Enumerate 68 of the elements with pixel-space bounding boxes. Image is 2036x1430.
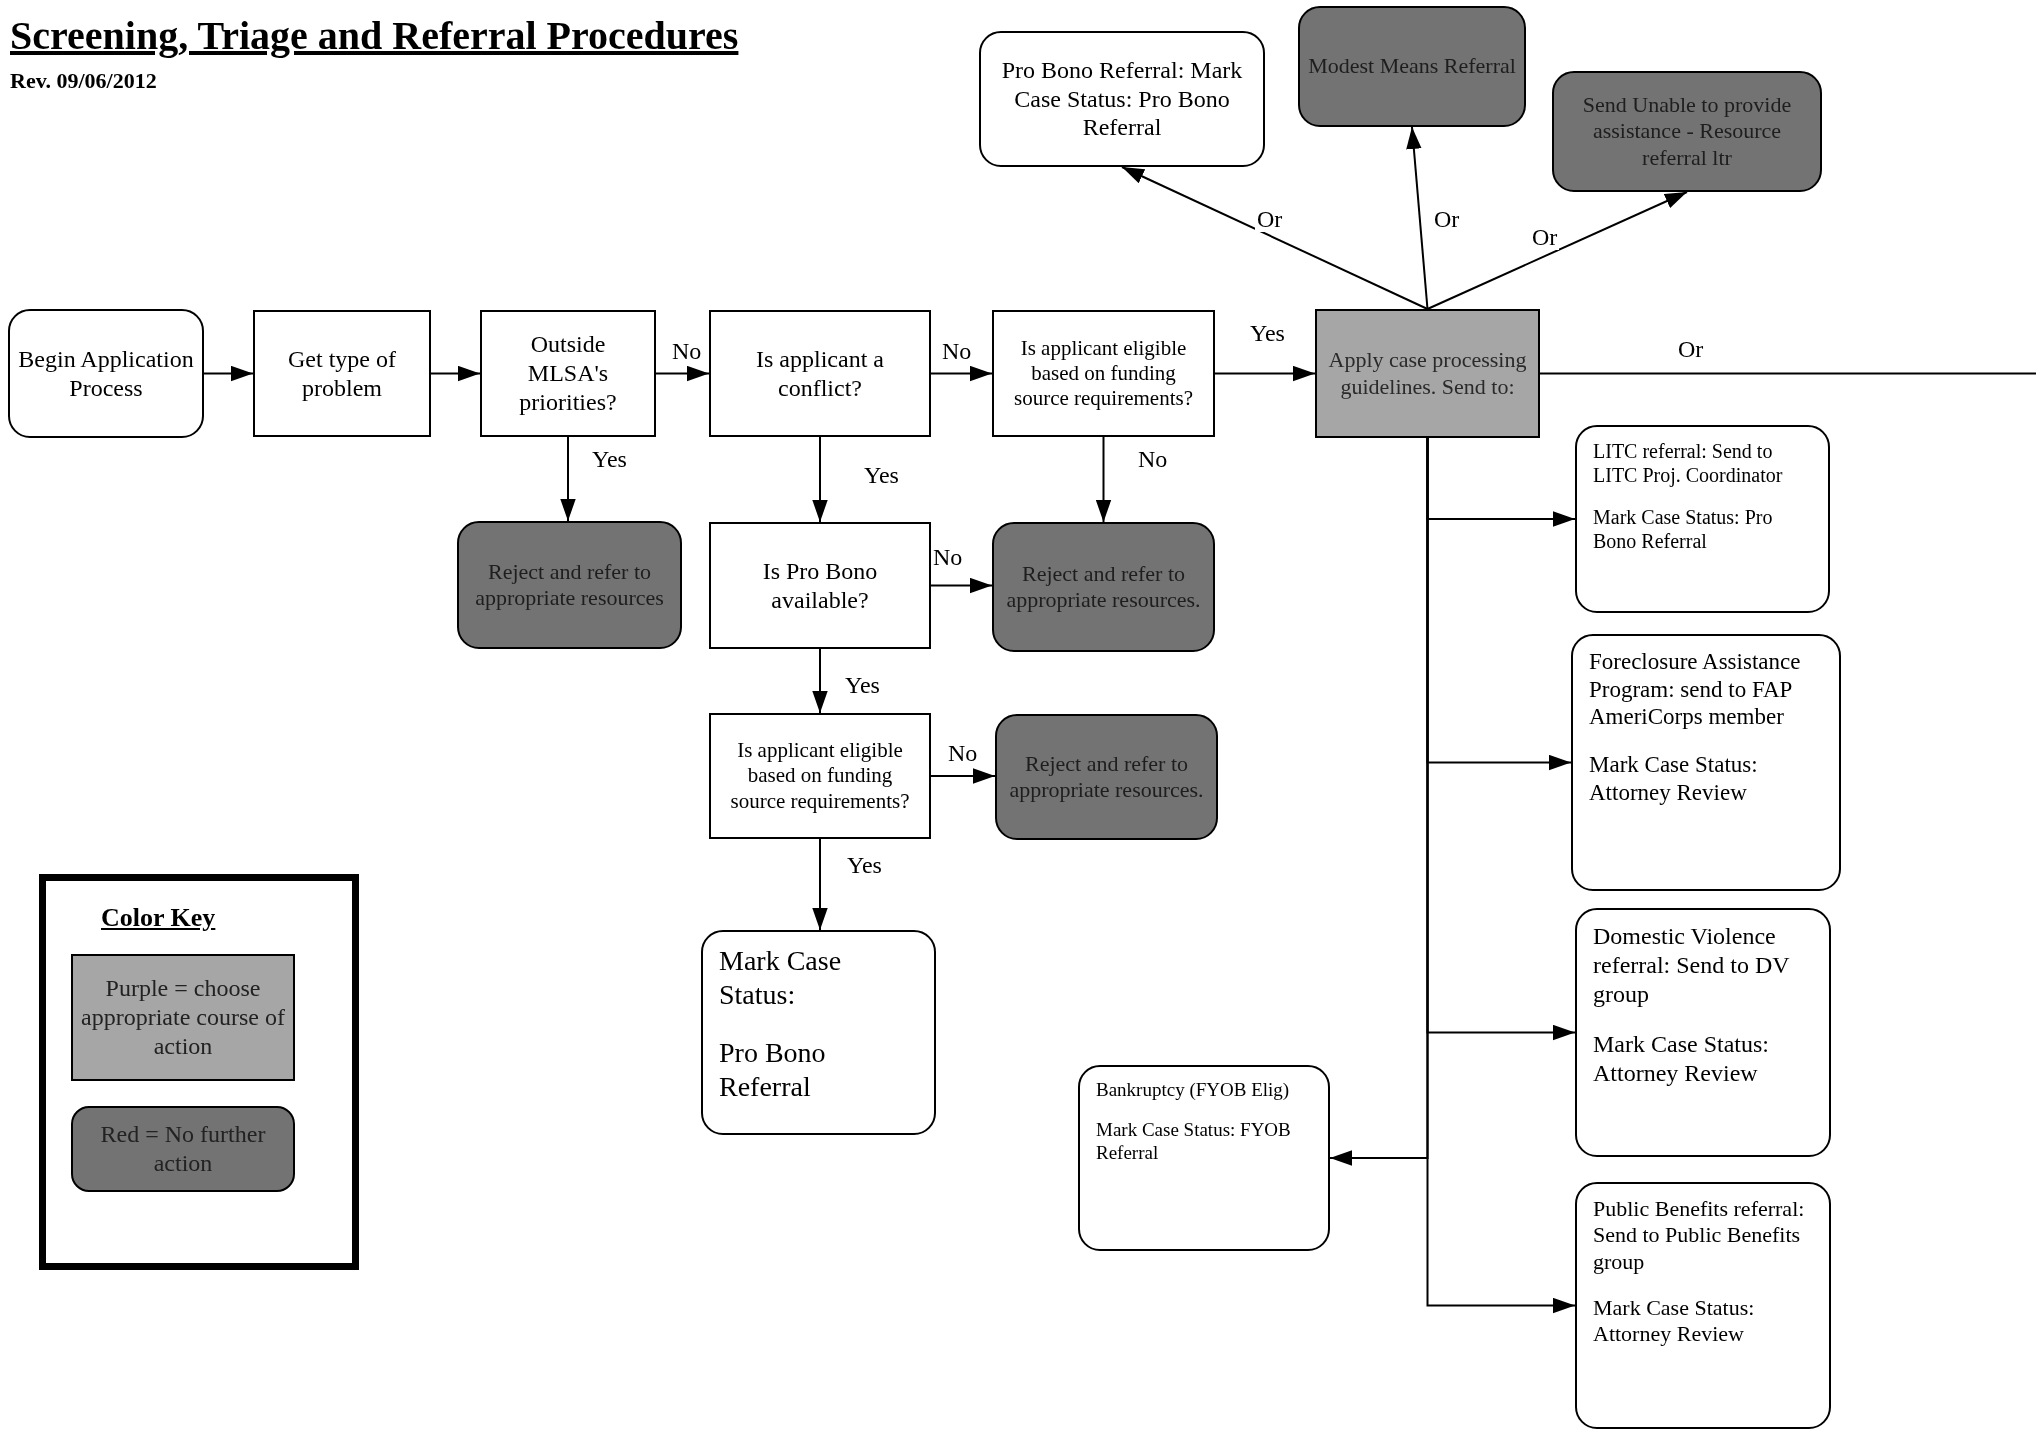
process-box	[1575, 1182, 1831, 1429]
node-text: Send Unable to provide assistance - Resource referral ltr	[1581, 91, 1793, 172]
process-box	[1078, 1065, 1330, 1251]
node-text: Is applicant eligible based on funding source requirements?	[729, 738, 911, 814]
node-text: Reject and refer to appropriate resources.	[1008, 750, 1205, 804]
end-box	[1552, 71, 1822, 192]
node-text: Mark Case Status: Pro Bono Referral	[1593, 505, 1774, 553]
process-box	[709, 310, 931, 437]
arrow	[930, 577, 993, 594]
legend-text: Red = No further action	[99, 1120, 267, 1178]
process-box	[709, 522, 931, 649]
node-text: Mark Case Status: Attorney Review	[1593, 1294, 1756, 1348]
node-text: LITC referral: Send to LITC Proj. Coordinator	[1593, 439, 1784, 487]
arrow	[1214, 365, 1316, 382]
end-box	[457, 521, 682, 649]
end-box	[992, 522, 1215, 652]
node-text: Is Pro Bono available?	[761, 556, 879, 615]
arrow	[1426, 191, 1688, 310]
connector-line	[1539, 372, 2036, 375]
end-box	[1298, 6, 1526, 127]
arrow	[430, 365, 481, 382]
node-text: Get type of problem	[287, 344, 397, 403]
end-box	[995, 714, 1218, 840]
node-text: Is applicant eligible based on funding source requirements?	[1013, 335, 1194, 412]
process-box	[1575, 425, 1830, 613]
process-box	[480, 310, 656, 437]
arrow	[1406, 126, 1429, 310]
arrow	[1426, 437, 1576, 1314]
node-text: Modest Means Referral	[1308, 53, 1516, 80]
node-text: Reject and refer to appropriate resources.	[1005, 560, 1202, 614]
node-text: Mark Case Status:	[719, 944, 843, 1012]
node-text: Is applicant a conflict?	[755, 344, 885, 403]
node-text: Public Benefits referral: Send to Public Benefits group	[1593, 1196, 1806, 1276]
arrow	[812, 838, 828, 931]
arrow	[560, 436, 576, 522]
process-box	[992, 310, 1215, 437]
node-text: Pro Bono Referral	[719, 1036, 827, 1104]
node-text: Bankruptcy (FYOB Elig)	[1096, 1079, 1290, 1102]
process-box	[709, 713, 931, 839]
process-box	[701, 930, 936, 1135]
node-text: Foreclosure Assistance Program: send to FAP AmeriCorps member	[1589, 648, 1802, 731]
action-box	[1315, 309, 1540, 438]
process-box	[1575, 908, 1831, 1157]
process-box	[253, 310, 431, 437]
process-box	[1571, 634, 1841, 891]
process-box	[8, 309, 204, 438]
arrow	[1095, 436, 1112, 523]
node-text: Apply case processing guidelines. Send to:	[1327, 347, 1528, 400]
arrow	[655, 365, 710, 382]
process-box	[979, 31, 1265, 167]
revision-note: Rev. 09/06/2012	[10, 68, 157, 94]
node-text: Reject and refer to appropriate resources	[474, 558, 665, 612]
node-text: Mark Case Status: Attorney Review	[1593, 1030, 1770, 1088]
node-text: Begin Application Process	[18, 344, 194, 403]
arrow	[930, 365, 993, 382]
title: Screening, Triage and Referral Procedures	[10, 12, 739, 59]
arrow	[203, 365, 254, 382]
arrow	[812, 648, 828, 714]
arrow	[1121, 166, 1429, 310]
node-text: Pro Bono Referral: Mark Case Status: Pro Bono Referral	[1000, 55, 1244, 143]
node-text: Domestic Violence referral: Send to DV group	[1593, 922, 1791, 1009]
arrow	[812, 436, 828, 523]
legend-text: Purple = choose appropriate course of action	[80, 974, 286, 1061]
arrow	[930, 768, 996, 784]
node-text: Mark Case Status: FYOB Referral	[1096, 1118, 1292, 1165]
node-text: Mark Case Status: Attorney Review	[1589, 751, 1759, 807]
legend-heading: Color Key	[101, 903, 216, 933]
node-text: Outside MLSA's priorities?	[518, 330, 618, 417]
